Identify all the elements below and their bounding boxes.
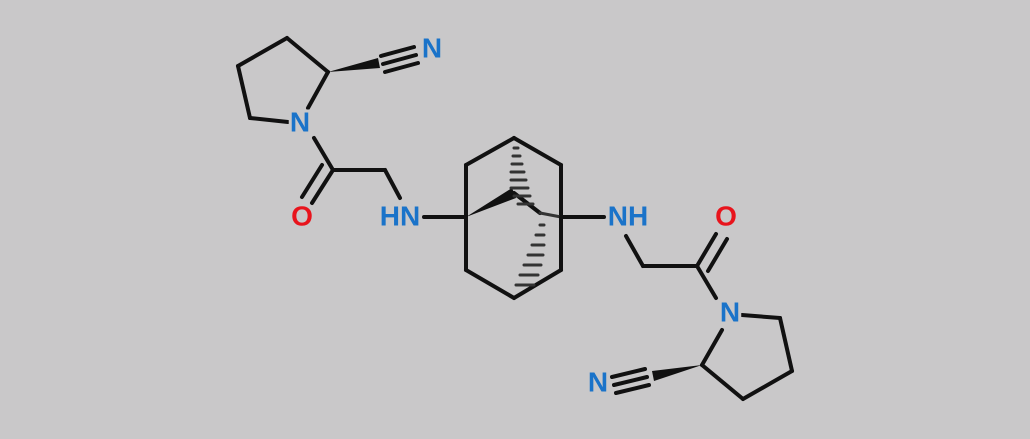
- bond: [706, 237, 729, 273]
- bond: [700, 328, 724, 367]
- nitrile-nitrogen-top: N: [422, 32, 442, 63]
- bond: [778, 316, 794, 373]
- bond: [464, 268, 516, 300]
- wedge-bond: [652, 365, 702, 381]
- nitrile-top: [379, 45, 420, 74]
- bond: [300, 163, 324, 199]
- hashed-bond: [509, 146, 535, 206]
- nitrile-bottom: [610, 367, 651, 395]
- bond: [695, 264, 718, 300]
- bond: [612, 375, 649, 387]
- bond: [741, 369, 794, 401]
- bond: [740, 313, 782, 320]
- carbonyl-oxygen-bottom: O: [715, 200, 737, 231]
- bond: [695, 232, 718, 268]
- bond: [248, 116, 290, 124]
- bond: [624, 234, 645, 268]
- bond: [464, 136, 516, 167]
- wedge-bond: [328, 58, 380, 72]
- bond: [236, 64, 252, 120]
- bond: [310, 168, 335, 205]
- amine-nh-right: NH: [608, 200, 648, 231]
- bond: [285, 36, 330, 74]
- ring-nitrogen-top: N: [290, 106, 310, 137]
- bond: [700, 363, 745, 401]
- adamantane-cage: [464, 136, 563, 300]
- bond: [383, 168, 402, 200]
- hashed-bond: [514, 223, 546, 287]
- bond: [306, 70, 330, 110]
- pyrrolidine-ring-top: [236, 36, 330, 124]
- bond: [610, 367, 647, 379]
- bond: [381, 53, 418, 66]
- bond: [538, 211, 563, 219]
- bond: [379, 45, 416, 58]
- nitrile-nitrogen-bottom: N: [588, 366, 608, 397]
- wedge-bond: [466, 188, 516, 217]
- bond: [383, 61, 420, 74]
- bond: [312, 136, 335, 172]
- ring-nitrogen-bottom: N: [720, 296, 740, 327]
- bond: [512, 136, 563, 167]
- amine-nh-left: HN: [380, 200, 420, 231]
- bond: [512, 268, 563, 300]
- bond: [236, 36, 289, 68]
- carbonyl-oxygen-top: O: [291, 200, 313, 231]
- pyrrolidine-ring-bottom: [700, 313, 794, 401]
- bond: [614, 383, 651, 395]
